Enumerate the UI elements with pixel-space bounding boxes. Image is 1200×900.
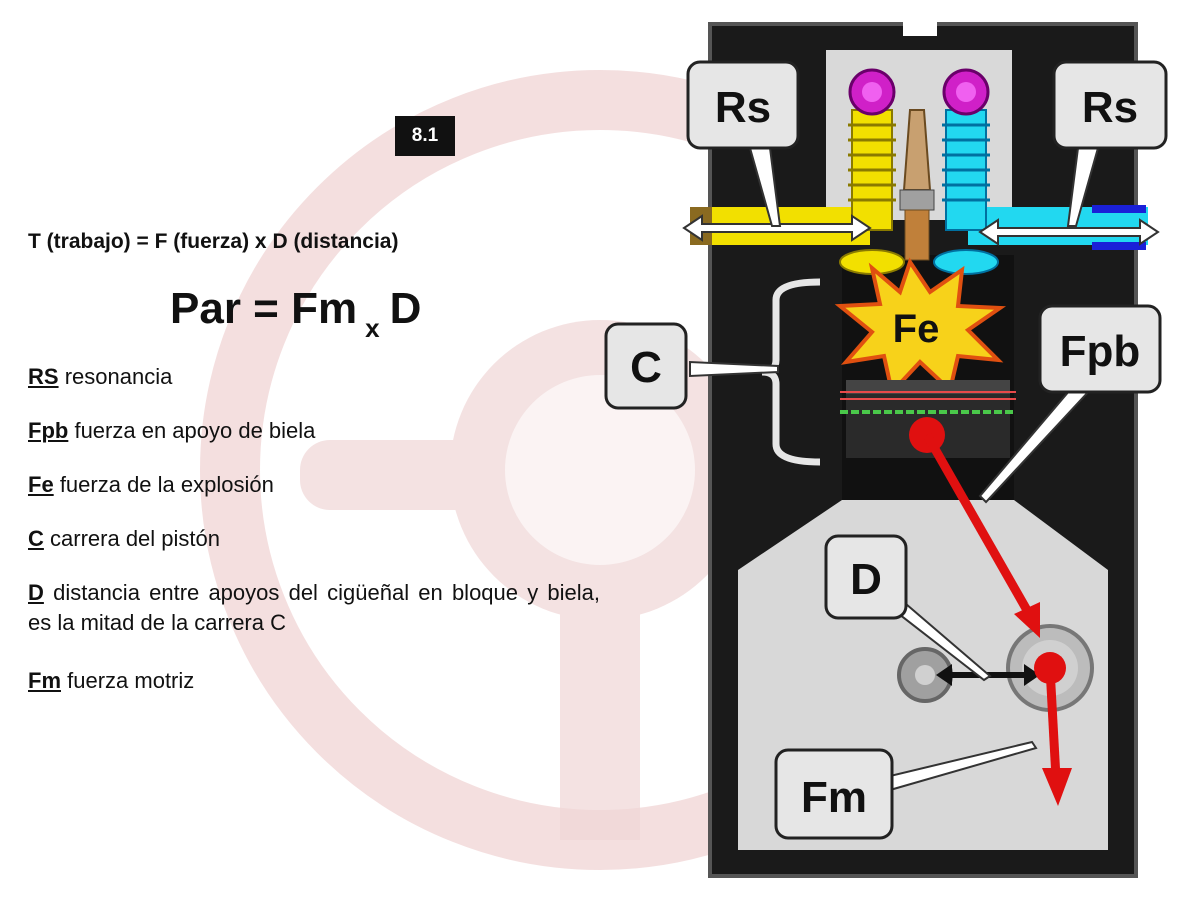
legend-item-fm: Fm fuerza motriz (28, 666, 600, 696)
fm-force-arrow (1034, 652, 1072, 806)
legend-text: fuerza en apoyo de biela (74, 418, 316, 443)
legend-term: Fe (28, 472, 54, 497)
legend-item-fe: Fe fuerza de la explosión (28, 470, 600, 500)
legend-text: distancia entre apoyos del cigüeñal en b… (28, 580, 600, 635)
label-fe-text: Fe (893, 307, 940, 351)
slide-number-badge: 8.1 (395, 116, 455, 156)
label-fpb: Fpb (1038, 304, 1162, 394)
label-fm: Fm (774, 748, 894, 840)
explosion-burst (834, 257, 1007, 397)
label-rs-right: Rs (1052, 60, 1168, 150)
exhaust-valve (933, 68, 999, 275)
label-rs-left: Rs (686, 60, 800, 150)
label-rs-right-text: Rs (1082, 83, 1138, 132)
legend-text: carrera del pistón (50, 526, 220, 551)
label-fpb-text: Fpb (1060, 327, 1141, 376)
legend-item-d: D distancia entre apoyos del cigüeñal en… (28, 578, 600, 638)
label-d: D (824, 534, 908, 620)
torque-formula-subscript: x (365, 313, 380, 343)
cylinder-bore (738, 255, 1108, 850)
label-d-text: D (850, 555, 882, 604)
legend-term: Fpb (28, 418, 69, 443)
legend-term: C (28, 526, 44, 551)
torque-formula-left: Par = Fm (170, 284, 358, 333)
label-c-text: C (630, 343, 662, 392)
legend-term: RS (28, 364, 59, 389)
legend-text: fuerza motriz (67, 668, 195, 693)
label-c: C (604, 322, 688, 410)
legend-item-rs: RS resonancia (28, 362, 600, 392)
legend-term: Fm (28, 668, 61, 693)
label-rs-left-text: Rs (715, 83, 771, 132)
resonance-arrow-left (682, 214, 872, 242)
legend-text: resonancia (64, 364, 173, 389)
legend-item-fpb: Fpb fuerza en apoyo de biela (28, 416, 600, 446)
piston (840, 380, 1016, 458)
resonance-arrow-right (978, 218, 1160, 246)
work-formula: T (trabajo) = F (fuerza) x D (distancia) (28, 230, 399, 253)
legend-text: fuerza de la explosión (59, 472, 274, 497)
legend-item-c: C carrera del pistón (28, 524, 600, 554)
fpb-force-arrow (909, 417, 1040, 638)
engine-diagram: Rs Rs Fe C Fpb D Fm (604, 20, 1168, 878)
label-fm-text: Fm (801, 773, 867, 822)
intake-valve (839, 68, 905, 275)
spark-plug (899, 109, 935, 261)
legend-term: D (28, 580, 44, 605)
torque-formula-right: D (389, 284, 422, 333)
